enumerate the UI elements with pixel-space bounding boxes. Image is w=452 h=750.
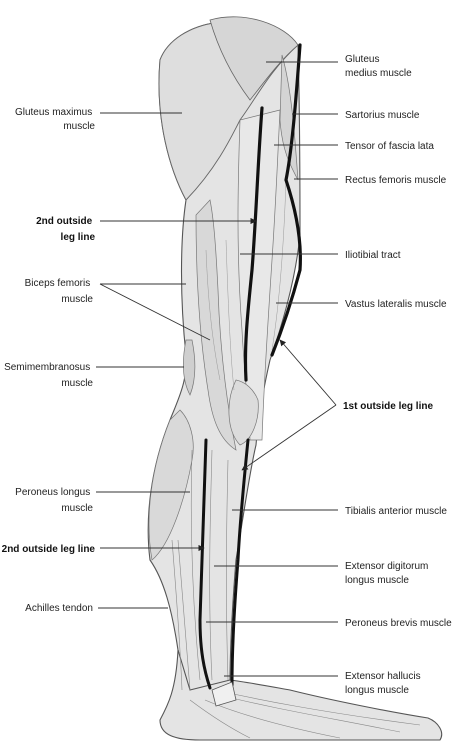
ankle-bar bbox=[211, 681, 237, 707]
label-gluteus-maximus: Gluteus maximus muscle bbox=[15, 107, 95, 132]
semimembranosus-outline bbox=[183, 339, 196, 396]
label-peroneus-longus: Peroneus longus muscle bbox=[15, 487, 93, 514]
label-first-outside-leg-line: 1st outside leg line bbox=[343, 401, 433, 412]
label-extensor-digitorum-longus: Extensor digitorum longus muscle bbox=[345, 561, 431, 586]
leader-biceps-femoris-b bbox=[99, 283, 211, 341]
leader-first-outside-a bbox=[279, 339, 337, 406]
tensor-fascia-lata-outline bbox=[279, 54, 299, 181]
thigh-striations bbox=[205, 179, 287, 391]
calf-outline bbox=[148, 409, 194, 561]
label-second-outside-leg-line-lower: 2nd outside leg line bbox=[2, 544, 96, 555]
iliotibial-band-outline bbox=[237, 109, 281, 441]
label-rectus-femoris: Rectus femoris muscle bbox=[345, 175, 447, 186]
gluteus-medius-outline bbox=[209, 16, 299, 101]
label-tensor-fascia-lata: Tensor of fascia lata bbox=[345, 141, 434, 152]
leader-first-outside-b bbox=[241, 404, 337, 471]
leader-lines bbox=[96, 61, 338, 677]
first-outside-leg-line-shin bbox=[230, 438, 250, 687]
label-gluteus-medius: Gluteus medius muscle bbox=[345, 54, 412, 79]
second-outside-leg-line-shin bbox=[198, 438, 212, 690]
label-iliotibial-tract: Iliotibial tract bbox=[345, 250, 401, 261]
label-vastus-lateralis: Vastus lateralis muscle bbox=[345, 299, 447, 310]
label-biceps-femoris: Biceps femoris muscle bbox=[25, 278, 94, 305]
leg-illustration bbox=[147, 16, 443, 741]
peroneus-outline bbox=[190, 449, 229, 681]
knee-outline bbox=[228, 379, 259, 446]
label-tibialis-anterior: Tibialis anterior muscle bbox=[345, 506, 447, 517]
label-extensor-hallucis-longus: Extensor hallucis longus muscle bbox=[345, 671, 423, 696]
label-sartorius: Sartorius muscle bbox=[345, 110, 420, 121]
label-second-outside-leg-line-upper: 2nd outside leg line bbox=[36, 216, 95, 243]
achilles-tendon-outline bbox=[171, 539, 191, 691]
label-semimembranosus: Semimembranosus muscle bbox=[4, 362, 93, 389]
biceps-femoris-outline bbox=[195, 199, 237, 451]
label-achilles-tendon: Achilles tendon bbox=[25, 603, 93, 614]
label-peroneus-brevis: Peroneus brevis muscle bbox=[345, 618, 452, 629]
foot-silhouette bbox=[159, 649, 443, 741]
second-outside-leg-line-thigh bbox=[243, 106, 264, 382]
foot-tendons bbox=[189, 689, 421, 739]
labels: Gluteus medius muscle Gluteus maximus mu… bbox=[2, 54, 452, 696]
